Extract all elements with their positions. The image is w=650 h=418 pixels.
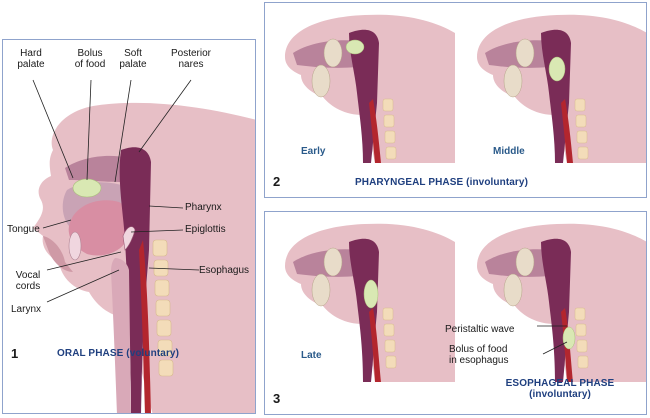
panel-number-2: 2 — [273, 174, 281, 189]
panel-number-3: 3 — [273, 391, 281, 406]
stage-label-early: Early — [301, 146, 326, 157]
pharyngeal-middle-illustration — [477, 14, 646, 164]
stage-label-middle: Middle — [493, 146, 525, 157]
epiglottis-shape — [122, 226, 136, 251]
label-esophagus: Esophagus — [199, 265, 250, 276]
label-tongue: Tongue — [7, 224, 40, 235]
label-pharynx: Pharynx — [185, 202, 222, 213]
esophageal-phase-illustration — [477, 223, 646, 382]
stage-label-late: Late — [301, 350, 322, 361]
nasal-cavity — [65, 155, 137, 182]
pharynx-shape — [119, 147, 151, 413]
pharyngeal-phase-caption: PHARYNGEAL PHASE (involuntary) — [355, 177, 529, 188]
vertebrae — [152, 239, 174, 377]
esophagus-shape — [139, 240, 151, 413]
oral-phase-caption: ORAL PHASE (voluntary) — [57, 348, 180, 359]
oral-phase-illustration — [32, 79, 255, 413]
trachea-shape — [111, 258, 131, 413]
tongue-shape — [68, 200, 132, 256]
face-shadow — [43, 236, 73, 272]
esophageal-phase-caption: ESOPHAGEAL PHASE(involuntary) — [505, 378, 615, 400]
label-larynx: Larynx — [11, 304, 42, 315]
pharyngeal-early-illustration — [285, 14, 455, 164]
label-epiglottis: Epiglottis — [185, 224, 226, 235]
pharyngeal-phase-panel: Early Middle 2 PHARYNGEAL PHASE (involun… — [264, 2, 647, 198]
bolus-shape — [72, 178, 102, 198]
label-peristaltic-wave: Peristaltic wave — [445, 324, 515, 335]
panel-number-1: 1 — [11, 346, 19, 361]
uvula-shape — [68, 231, 82, 261]
esophageal-late-illustration — [285, 223, 455, 382]
